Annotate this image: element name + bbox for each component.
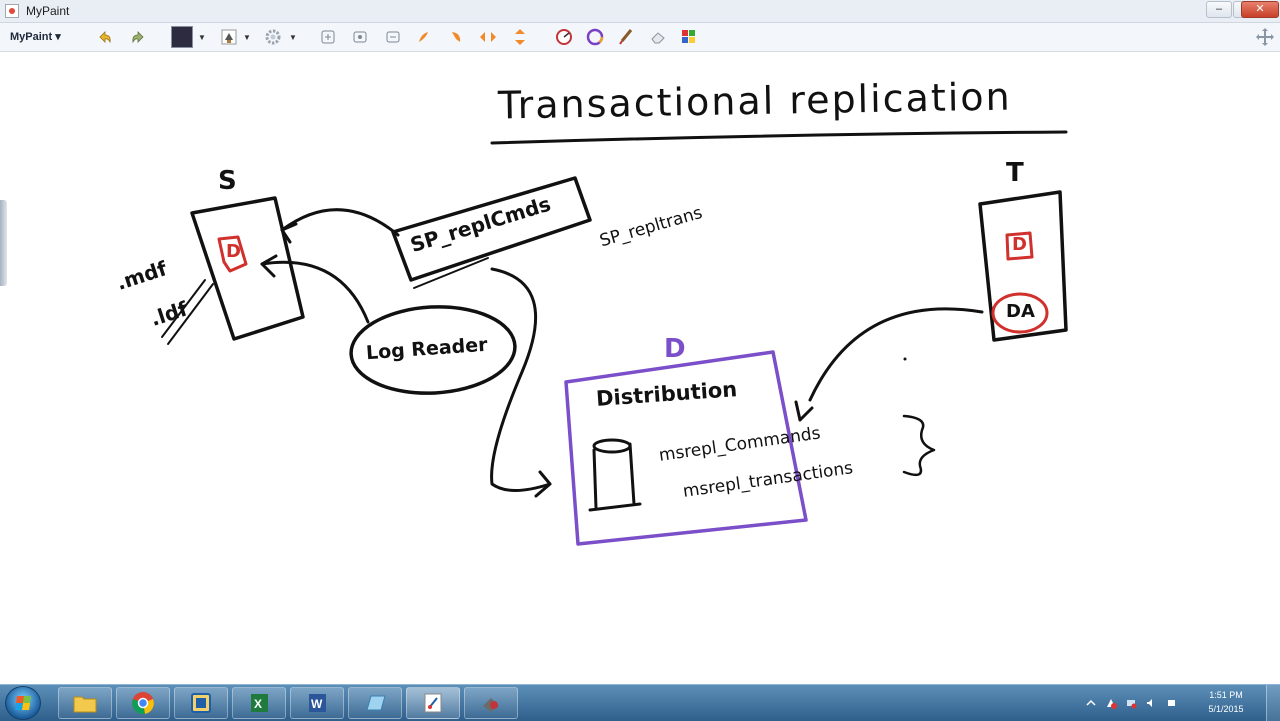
scratchpad-icon[interactable] xyxy=(318,27,338,47)
title-underline xyxy=(490,130,1068,145)
layers-icon[interactable] xyxy=(350,27,370,47)
title-bar: MyPaint – □ ✕ xyxy=(0,0,1280,23)
source-db-can xyxy=(217,235,248,273)
chevron-down-icon[interactable]: ▼ xyxy=(243,33,251,42)
mypaint-icon[interactable] xyxy=(406,687,460,719)
action-center-icon[interactable] xyxy=(1105,697,1117,709)
word-icon[interactable]: W xyxy=(290,687,344,719)
show-hidden-icons-icon[interactable] xyxy=(1085,697,1097,709)
redo-icon[interactable] xyxy=(128,27,148,47)
show-desktop-button[interactable] xyxy=(1266,685,1280,721)
fullscreen-icon[interactable] xyxy=(1255,27,1275,47)
distribution-agent-circle xyxy=(991,292,1049,334)
sp-replcmds-box xyxy=(391,176,592,282)
explorer-icon[interactable] xyxy=(58,687,112,719)
mypaint-app-icon xyxy=(5,4,19,18)
palette-icon[interactable] xyxy=(679,27,699,47)
chevron-down-icon[interactable]: ▼ xyxy=(198,33,206,42)
fill-icon[interactable] xyxy=(446,27,466,47)
hue-ring-icon[interactable] xyxy=(585,27,605,47)
volume-icon[interactable] xyxy=(1145,697,1157,709)
sql-icon[interactable] xyxy=(464,687,518,719)
eraser-icon[interactable] xyxy=(648,27,668,47)
minimize-button[interactable]: – xyxy=(1206,1,1232,18)
source-db-label: D xyxy=(226,241,241,262)
distribution-agent-label: DA xyxy=(1006,301,1035,322)
svg-text:W: W xyxy=(311,697,323,711)
transform-icon[interactable] xyxy=(510,27,530,47)
symmetry-icon[interactable] xyxy=(478,27,498,47)
window-title: MyPaint xyxy=(26,4,70,18)
brush-icon[interactable] xyxy=(414,27,434,47)
settings-icon[interactable] xyxy=(263,27,283,47)
notepad-icon[interactable] xyxy=(348,687,402,719)
chevron-down-icon[interactable]: ▼ xyxy=(289,33,297,42)
color-swatch[interactable] xyxy=(171,26,193,48)
main-toolbar: MyPaint ▾ ▼ ▼ ▼ xyxy=(0,23,1280,52)
target-label: T xyxy=(1006,158,1024,188)
pen-icon[interactable] xyxy=(616,27,636,47)
power-icon[interactable] xyxy=(1165,697,1177,709)
drawing-canvas[interactable]: Transactional replication S T D SP_replC… xyxy=(0,52,1280,684)
preview-icon[interactable] xyxy=(383,27,403,47)
diagram-title: Transactional replication xyxy=(497,74,1013,128)
distribution-box xyxy=(564,350,808,546)
sketch-strokes xyxy=(161,130,1068,546)
clock-time: 1:51 PM xyxy=(1209,690,1243,700)
excel-icon[interactable]: X xyxy=(232,687,286,719)
log-reader-ellipse xyxy=(349,305,517,395)
outlook-icon[interactable] xyxy=(174,687,228,719)
svg-text:X: X xyxy=(254,697,262,711)
close-button[interactable]: ✕ xyxy=(1241,1,1279,18)
system-clock[interactable]: 1:51 PM 5/1/2015 xyxy=(1196,688,1256,716)
source-server-box xyxy=(190,196,305,341)
chrome-icon[interactable] xyxy=(116,687,170,719)
target-db-label: D xyxy=(1012,234,1027,255)
distributor-label: D xyxy=(664,334,686,364)
side-panel-handle[interactable] xyxy=(0,200,7,286)
start-button[interactable] xyxy=(5,686,41,720)
mypaint-menu-button[interactable]: MyPaint ▾ xyxy=(10,31,61,43)
undo-icon[interactable] xyxy=(95,27,115,47)
source-label: S xyxy=(218,166,237,196)
windows-taskbar: X W 1:51 PM 5/1/2015 xyxy=(0,684,1280,721)
color-wheel-icon[interactable] xyxy=(554,27,574,47)
brush-picker-icon[interactable] xyxy=(219,27,239,47)
system-tray xyxy=(1085,695,1177,711)
network-icon[interactable] xyxy=(1125,697,1137,709)
target-server-box xyxy=(978,190,1068,342)
clock-date: 5/1/2015 xyxy=(1208,704,1244,714)
